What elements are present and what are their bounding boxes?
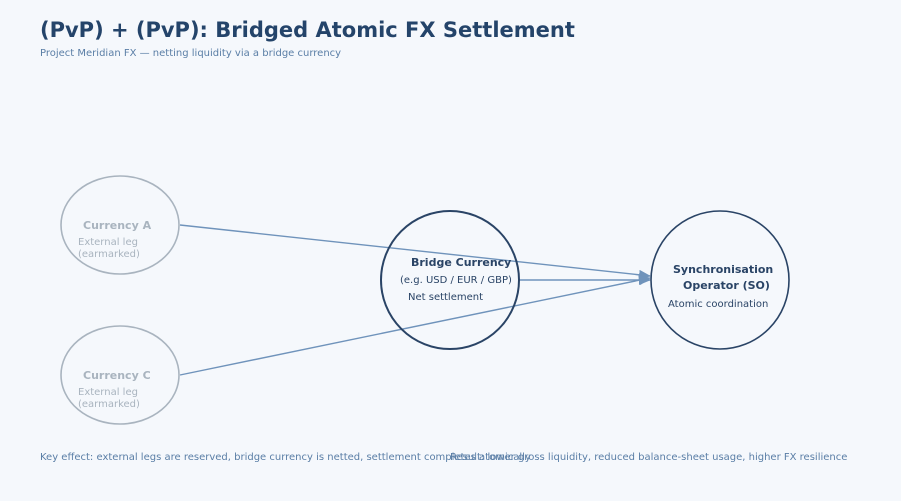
currency-a-line2: (earmarked) (78, 249, 140, 260)
operator-name-line2: Operator (SO) (683, 279, 770, 292)
page-subtitle: Project Meridian FX — netting liquidity … (40, 48, 342, 59)
operator-name-line1: Synchronisation (673, 263, 773, 276)
bridge-name: Bridge Currency (411, 256, 511, 269)
footer-key-effect: Key effect: external legs are reserved, … (40, 452, 531, 463)
operator-line1: Atomic coordination (668, 299, 768, 310)
bridge-line1: (e.g. USD / EUR / GBP) (400, 275, 512, 286)
currency-a-line1: External leg (78, 237, 138, 248)
page-title: (PvP) + (PvP): Bridged Atomic FX Settlem… (40, 18, 575, 42)
arrow-currency-a-to-operator (179, 224, 651, 280)
node-bridge-currency: Bridge Currency (e.g. USD / EUR / GBP) N… (380, 210, 520, 350)
currency-c-line1: External leg (78, 387, 138, 398)
footer-result: Result: lower gross liquidity, reduced b… (450, 452, 848, 463)
currency-a-name: Currency A (83, 219, 152, 232)
node-synchronisation-operator: Synchronisation Operator (SO) Atomic coo… (650, 210, 790, 350)
node-currency-c: Currency C External leg (earmarked) (60, 325, 180, 425)
bridge-line2: Net settlement (408, 292, 483, 303)
currency-c-line2: (earmarked) (78, 399, 140, 410)
arrow-currency-c-to-operator (179, 275, 651, 376)
node-currency-a: Currency A External leg (earmarked) (60, 175, 180, 275)
currency-c-name: Currency C (83, 369, 151, 382)
